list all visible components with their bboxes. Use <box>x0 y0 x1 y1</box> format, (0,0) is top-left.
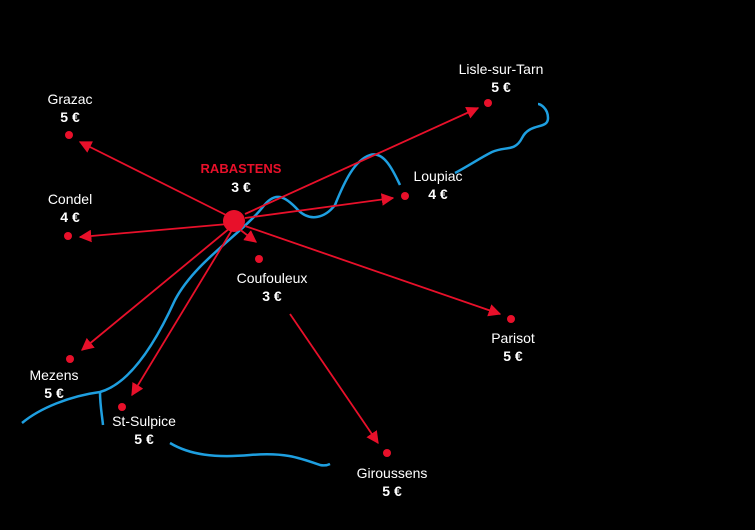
town-name: Loupiac <box>413 168 463 184</box>
town-price: 5 € <box>491 79 511 95</box>
town-marker-giroussens <box>383 449 391 457</box>
town-name: Condel <box>47 191 93 207</box>
hub-name: RABASTENS <box>200 161 282 176</box>
town-marker-lisle <box>484 99 492 107</box>
town-label-condel: Condel 4 € <box>48 190 92 226</box>
town-markers <box>64 99 515 457</box>
hub-price: 3 € <box>231 179 251 195</box>
town-price: 5 € <box>134 431 154 447</box>
route-condel <box>78 223 229 243</box>
route-giroussens <box>289 313 379 445</box>
town-label-giroussens: Giroussens 5 € <box>357 464 428 500</box>
town-label-loupiac: Loupiac 4 € <box>413 167 462 203</box>
hub-label: RABASTENS 3 € <box>201 160 282 196</box>
town-label-coufouleux: Coufouleux 3 € <box>237 269 308 305</box>
town-marker-grazac <box>65 131 73 139</box>
town-name: Mezens <box>29 367 79 383</box>
town-name: Grazac <box>47 91 93 107</box>
route-lisle <box>244 106 480 215</box>
town-marker-mezens <box>66 355 74 363</box>
town-marker-st-sulpice <box>118 403 126 411</box>
town-label-lisle-sur-tarn: Lisle-sur-Tarn 5 € <box>459 60 544 96</box>
route-parisot <box>244 225 502 317</box>
town-price: 3 € <box>262 288 282 304</box>
town-price: 4 € <box>60 209 80 225</box>
town-label-parisot: Parisot 5 € <box>491 329 535 365</box>
routes <box>78 106 502 445</box>
town-price: 5 € <box>503 348 523 364</box>
town-marker-parisot <box>507 315 515 323</box>
town-marker-condel <box>64 232 72 240</box>
river-small <box>98 391 105 426</box>
town-label-mezens: Mezens 5 € <box>29 366 78 402</box>
route-grazac <box>78 141 229 217</box>
town-price: 5 € <box>44 385 64 401</box>
river-east <box>454 102 550 175</box>
route-mezens <box>81 227 231 351</box>
town-marker-coufouleux <box>255 255 263 263</box>
route-coufouleux <box>237 227 257 243</box>
hub-marker <box>223 210 245 232</box>
route-st-sulpice <box>131 229 233 397</box>
town-label-grazac: Grazac 5 € <box>47 90 92 126</box>
town-price: 5 € <box>382 483 402 499</box>
river-south <box>169 441 331 467</box>
town-name: Coufouleux <box>236 270 308 286</box>
town-name: Lisle-sur-Tarn <box>458 61 544 77</box>
town-label-st-sulpice: St-Sulpice 5 € <box>112 412 176 448</box>
town-marker-loupiac <box>401 192 409 200</box>
town-name: Giroussens <box>356 465 428 481</box>
route-loupiac <box>244 193 395 219</box>
town-price: 4 € <box>428 186 448 202</box>
town-price: 5 € <box>60 109 80 125</box>
town-name: Parisot <box>491 330 535 346</box>
town-name: St-Sulpice <box>112 413 176 429</box>
